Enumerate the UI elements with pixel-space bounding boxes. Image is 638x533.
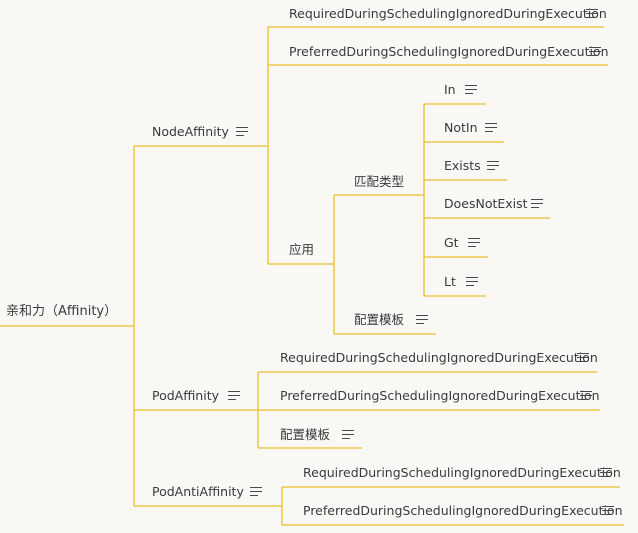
notes-icon[interactable] xyxy=(342,430,354,440)
notes-icon[interactable] xyxy=(250,487,262,497)
na-preferred-node[interactable]: PreferredDuringSchedulingIgnoredDuringEx… xyxy=(289,44,609,59)
notes-icon[interactable] xyxy=(416,315,428,325)
root-node[interactable]: 亲和力（Affinity） xyxy=(6,304,118,319)
pod-affinity-node[interactable]: PodAffinity xyxy=(152,388,220,403)
paa-required-node[interactable]: RequiredDuringSchedulingIgnoredDuringExe… xyxy=(303,465,621,480)
notes-icon[interactable] xyxy=(602,506,614,516)
notes-icon[interactable] xyxy=(586,9,598,19)
op-doesnotexist-node[interactable]: DoesNotExist xyxy=(444,196,528,211)
na-template-node[interactable]: 配置模板 xyxy=(354,312,405,327)
na-usage-node[interactable]: 应用 xyxy=(289,242,315,257)
notes-icon[interactable] xyxy=(465,85,477,95)
notes-icon[interactable] xyxy=(589,47,601,57)
notes-icon[interactable] xyxy=(468,238,480,248)
na-match-type-node[interactable]: 匹配类型 xyxy=(354,174,405,189)
pa-preferred-node[interactable]: PreferredDuringSchedulingIgnoredDuringEx… xyxy=(280,388,600,403)
notes-icon[interactable] xyxy=(485,123,497,133)
pa-template-node[interactable]: 配置模板 xyxy=(280,427,331,442)
notes-icon[interactable] xyxy=(228,391,240,401)
op-notin-node[interactable]: NotIn xyxy=(444,120,478,135)
notes-icon[interactable] xyxy=(466,277,478,287)
op-in-node[interactable]: In xyxy=(444,82,456,97)
pa-required-node[interactable]: RequiredDuringSchedulingIgnoredDuringExe… xyxy=(280,350,598,365)
notes-icon[interactable] xyxy=(531,199,543,209)
node-affinity-node[interactable]: NodeAffinity xyxy=(152,124,229,139)
notes-icon[interactable] xyxy=(577,353,589,363)
paa-preferred-node[interactable]: PreferredDuringSchedulingIgnoredDuringEx… xyxy=(303,503,623,518)
na-required-node[interactable]: RequiredDuringSchedulingIgnoredDuringExe… xyxy=(289,6,607,21)
notes-icon[interactable] xyxy=(600,468,612,478)
op-lt-node[interactable]: Lt xyxy=(444,274,456,289)
notes-icon[interactable] xyxy=(580,391,592,401)
op-exists-node[interactable]: Exists xyxy=(444,158,481,173)
op-gt-node[interactable]: Gt xyxy=(444,235,459,250)
pod-anti-affinity-node[interactable]: PodAntiAffinity xyxy=(152,484,244,499)
notes-icon[interactable] xyxy=(236,127,248,137)
notes-icon[interactable] xyxy=(487,161,499,171)
